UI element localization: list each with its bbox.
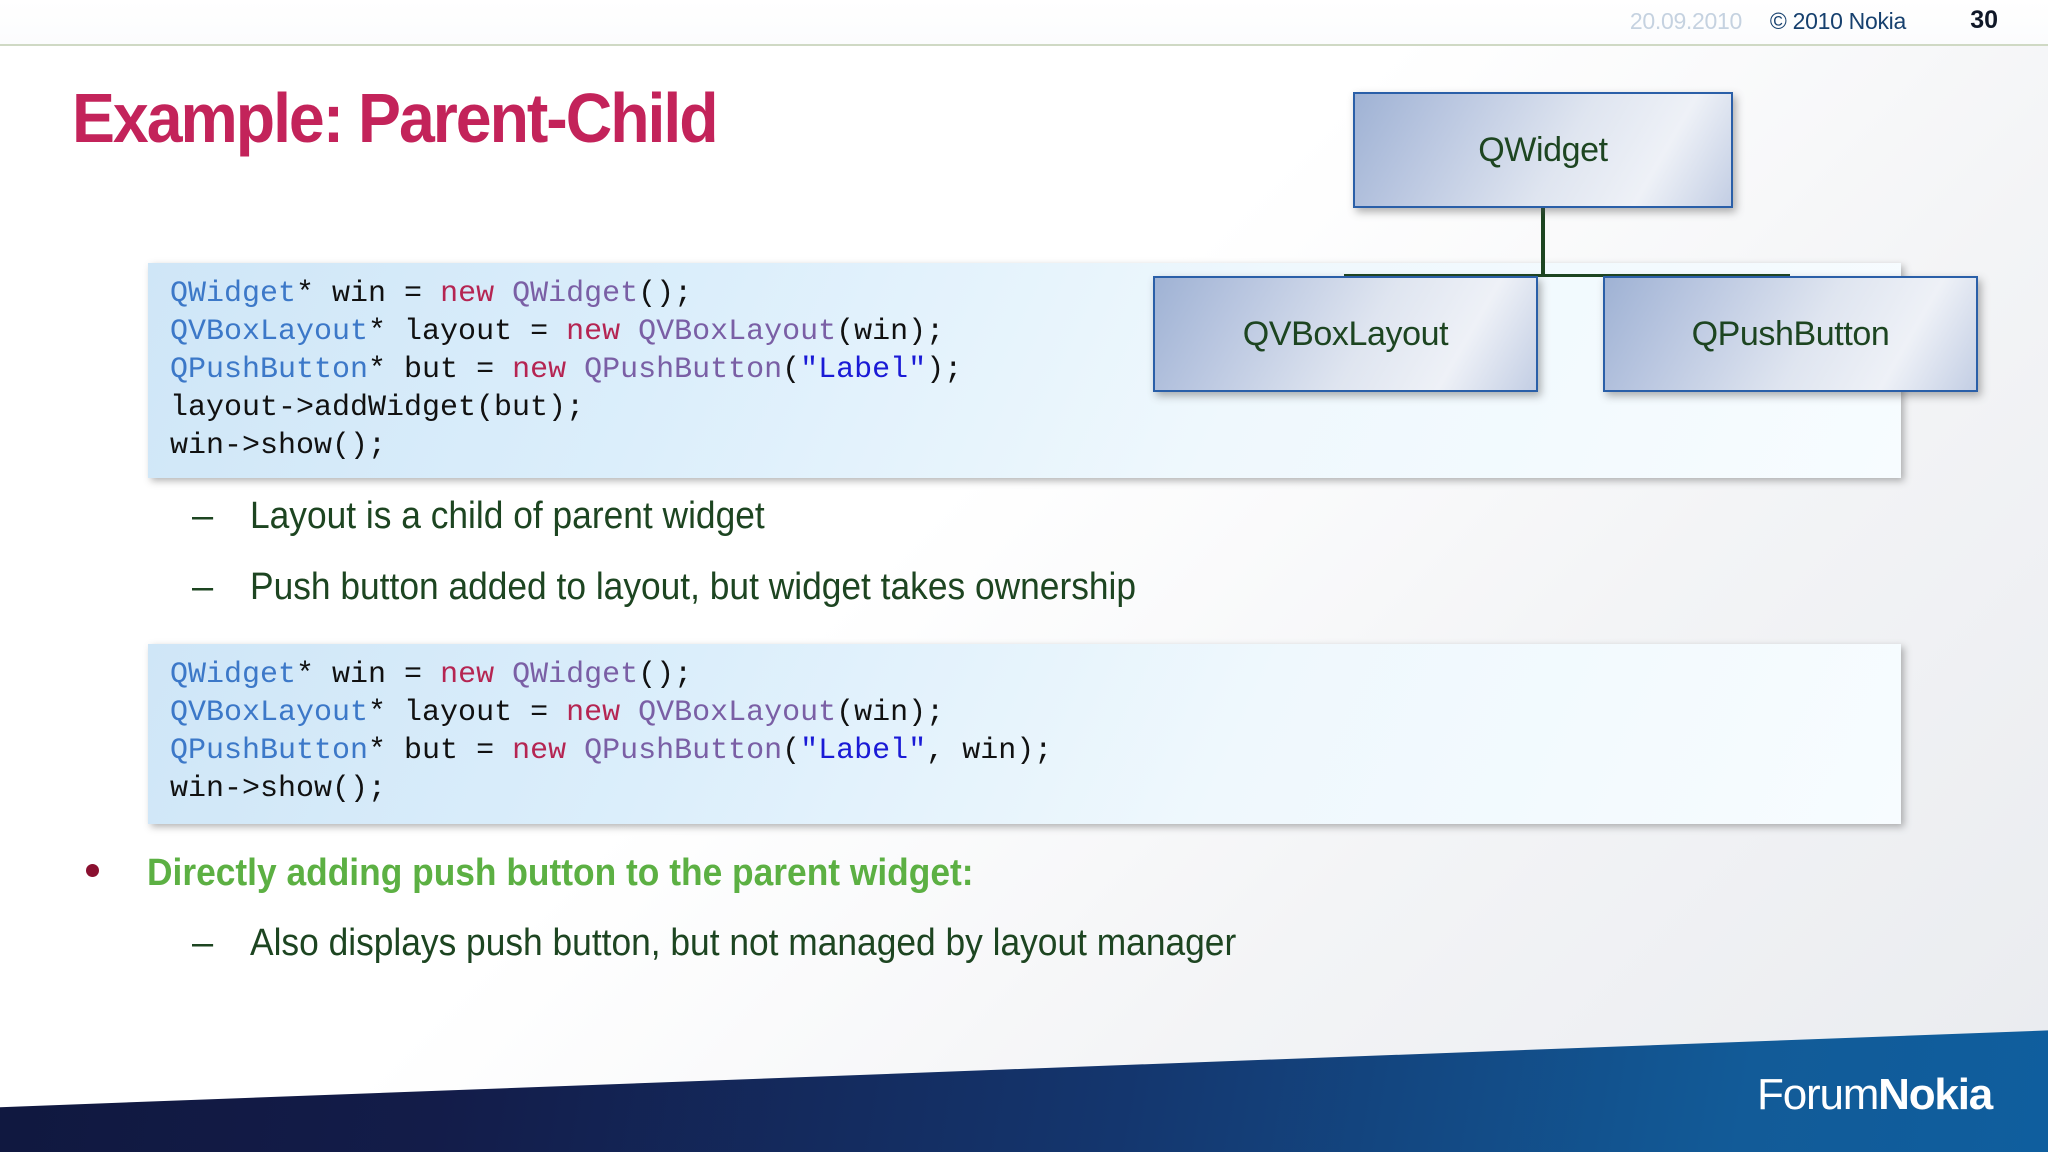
code-token: "Label" — [800, 353, 927, 387]
diagram-node-label: QPushButton — [1691, 314, 1890, 353]
code-line: QVBoxLayout* layout = new QVBoxLayout(wi… — [170, 694, 1879, 732]
dash-bullet-marker: – — [192, 922, 214, 964]
code-token — [494, 658, 512, 692]
code-token: (win); — [836, 696, 945, 730]
code-token: * layout = — [368, 315, 567, 349]
code-token — [620, 696, 638, 730]
diagram-node-label: QVBoxLayout — [1242, 314, 1449, 353]
bullet-also-displays: Also displays push button, but not manag… — [250, 922, 1237, 964]
code-token: * win = — [296, 658, 441, 692]
diagram-node-label: QWidget — [1478, 130, 1608, 169]
code-token: new — [440, 277, 495, 311]
code-token: new — [566, 315, 621, 349]
code-token: new — [512, 353, 567, 387]
code-token: QWidget — [170, 658, 297, 692]
code-token — [620, 315, 638, 349]
code-line: win->show(); — [170, 427, 1879, 465]
code-line: QPushButton* but = new QPushButton("Labe… — [170, 351, 1879, 389]
code-token: * win = — [296, 277, 441, 311]
header-date: 20.09.2010 — [1629, 8, 1742, 34]
code-token — [494, 277, 512, 311]
code-token: QVBoxLayout — [638, 315, 837, 349]
forum-nokia-logo: ForumNokia — [1757, 1070, 1993, 1120]
code-line: win->show(); — [170, 770, 1879, 808]
code-token: QWidget — [170, 277, 297, 311]
code-token: QWidget — [512, 658, 639, 692]
code-token: (); — [638, 658, 693, 692]
code-token: new — [512, 734, 567, 768]
code-token: QVBoxLayout — [638, 696, 837, 730]
code-token: ( — [782, 734, 801, 768]
bullet-directly-adding: Directly adding push button to the paren… — [147, 852, 974, 894]
code-token: (); — [638, 277, 693, 311]
bullet-push-button-ownership: Push button added to layout, but widget … — [250, 566, 1137, 608]
code-token: (win); — [836, 315, 945, 349]
logo-nokia-text: Nokia — [1878, 1070, 1993, 1119]
diagram-node-qpushbutton: QPushButton — [1603, 276, 1978, 392]
page-title: Example: Parent-Child — [72, 79, 719, 157]
diagram-node-qwidget: QWidget — [1353, 92, 1733, 208]
code-token: "Label" — [800, 734, 927, 768]
green-bullet-row: Directly adding push button to the paren… — [86, 852, 1036, 895]
code-block-secondary: QWidget* win = new QWidget();QVBoxLayout… — [148, 644, 1901, 824]
connector-line-vertical-top — [1541, 208, 1545, 276]
connector-line-horizontal — [1344, 274, 1790, 277]
code-line: QWidget* win = new QWidget(); — [170, 656, 1879, 694]
dash-bullet-marker: – — [192, 495, 214, 537]
code-token: QPushButton — [584, 734, 783, 768]
page-number: 30 — [1970, 6, 1998, 34]
code-token: new — [566, 696, 621, 730]
code-token: QPushButton — [584, 353, 783, 387]
code-line: QPushButton* but = new QPushButton("Labe… — [170, 732, 1879, 770]
header-copyright: © 2010 Nokia — [1769, 8, 1906, 34]
code-token: win->show(); — [170, 772, 387, 806]
round-bullet-icon — [86, 864, 99, 877]
dash-bullet-marker: – — [192, 566, 214, 608]
code-token — [566, 353, 584, 387]
code-token: , win); — [926, 734, 1053, 768]
code-token: new — [440, 658, 495, 692]
code-line: QVBoxLayout* layout = new QVBoxLayout(wi… — [170, 313, 1879, 351]
bullet-layout-child: Layout is a child of parent widget — [250, 495, 765, 537]
code-token: QPushButton — [170, 734, 369, 768]
code-token: * but = — [368, 353, 513, 387]
code-token: layout->addWidget(but); — [170, 391, 585, 425]
code-token: ( — [782, 353, 801, 387]
code-token: QVBoxLayout — [170, 696, 369, 730]
code-token: ); — [926, 353, 963, 387]
code-token: * layout = — [368, 696, 567, 730]
footer-wedge — [0, 1030, 2048, 1152]
code-line: QWidget* win = new QWidget(); — [170, 275, 1879, 313]
code-token: QWidget — [512, 277, 639, 311]
code-line: layout->addWidget(but); — [170, 389, 1879, 427]
logo-forum-text: Forum — [1757, 1070, 1879, 1119]
code-token: QVBoxLayout — [170, 315, 369, 349]
code-token: win->show(); — [170, 429, 387, 463]
parent-child-diagram: QWidget QVBoxLayout QPushButton — [1120, 86, 2000, 406]
code-token: * but = — [368, 734, 513, 768]
slide-header: 20.09.2010 © 2010 Nokia 30 — [0, 0, 2048, 46]
code-token — [566, 734, 584, 768]
diagram-node-qvboxlayout: QVBoxLayout — [1153, 276, 1538, 392]
code-token: QPushButton — [170, 353, 369, 387]
